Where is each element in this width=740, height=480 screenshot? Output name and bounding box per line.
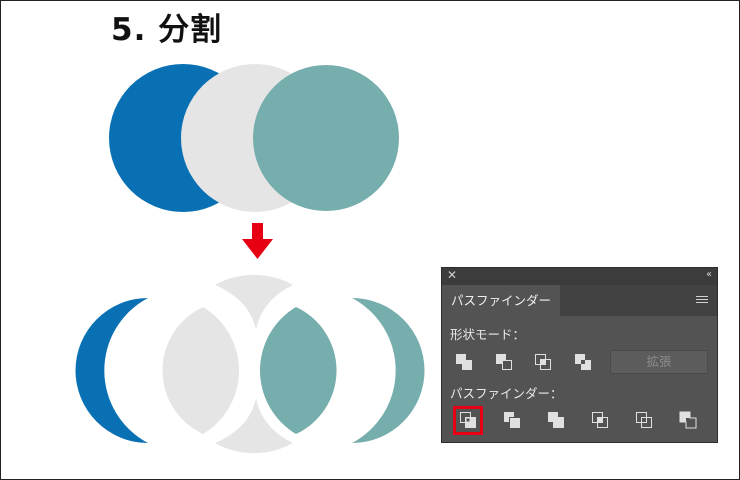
exclude-button[interactable] xyxy=(570,350,596,374)
merge-icon xyxy=(548,412,564,428)
divide-button-highlight xyxy=(453,406,483,435)
gray-top-piece xyxy=(215,274,293,330)
minus-back-icon xyxy=(679,411,697,429)
minus-front-icon xyxy=(496,354,512,370)
original-circles xyxy=(109,64,399,212)
down-arrow-icon xyxy=(242,223,273,259)
gray-lens-left-piece xyxy=(162,307,240,434)
crop-button[interactable] xyxy=(587,408,613,432)
intersect-button[interactable] xyxy=(530,350,556,374)
divide-icon xyxy=(460,412,476,428)
panel-titlebar[interactable]: ✕ ‹‹ xyxy=(442,268,717,285)
panel-menu-icon[interactable] xyxy=(696,296,708,305)
minus-front-button[interactable] xyxy=(491,350,517,374)
divide-button[interactable] xyxy=(455,408,481,432)
unite-button[interactable] xyxy=(451,350,477,374)
outline-button[interactable] xyxy=(631,408,657,432)
panel-tab-row: パスファインダー xyxy=(442,285,717,316)
crop-icon xyxy=(592,412,608,428)
minus-back-button[interactable] xyxy=(675,408,701,432)
close-icon[interactable]: ✕ xyxy=(447,268,458,282)
pathfinder-panel: ✕ ‹‹ パスファインダー 形状モード： 拡張 パスファインダー： xyxy=(442,268,717,442)
teal-circle xyxy=(253,65,399,211)
trim-icon xyxy=(504,412,520,428)
unite-icon xyxy=(456,354,472,370)
collapse-icon[interactable]: ‹‹ xyxy=(706,269,712,280)
exclude-icon xyxy=(575,354,591,370)
shape-modes-label: 形状モード： xyxy=(450,327,526,342)
teal-lens-right-piece xyxy=(259,307,337,434)
tab-pathfinder[interactable]: パスファインダー xyxy=(442,285,560,316)
trim-button[interactable] xyxy=(499,408,525,432)
section-heading: 5. 分割 xyxy=(111,12,223,48)
gray-bottom-piece xyxy=(215,398,293,454)
outline-icon xyxy=(636,412,652,428)
intersect-icon xyxy=(535,354,551,370)
divided-result xyxy=(75,274,425,454)
blue-crescent-piece xyxy=(75,298,148,443)
merge-button[interactable] xyxy=(543,408,569,432)
expand-button[interactable]: 拡張 xyxy=(610,350,708,374)
pathfinders-label: パスファインダー： xyxy=(450,386,563,401)
teal-crescent-piece xyxy=(352,298,425,443)
